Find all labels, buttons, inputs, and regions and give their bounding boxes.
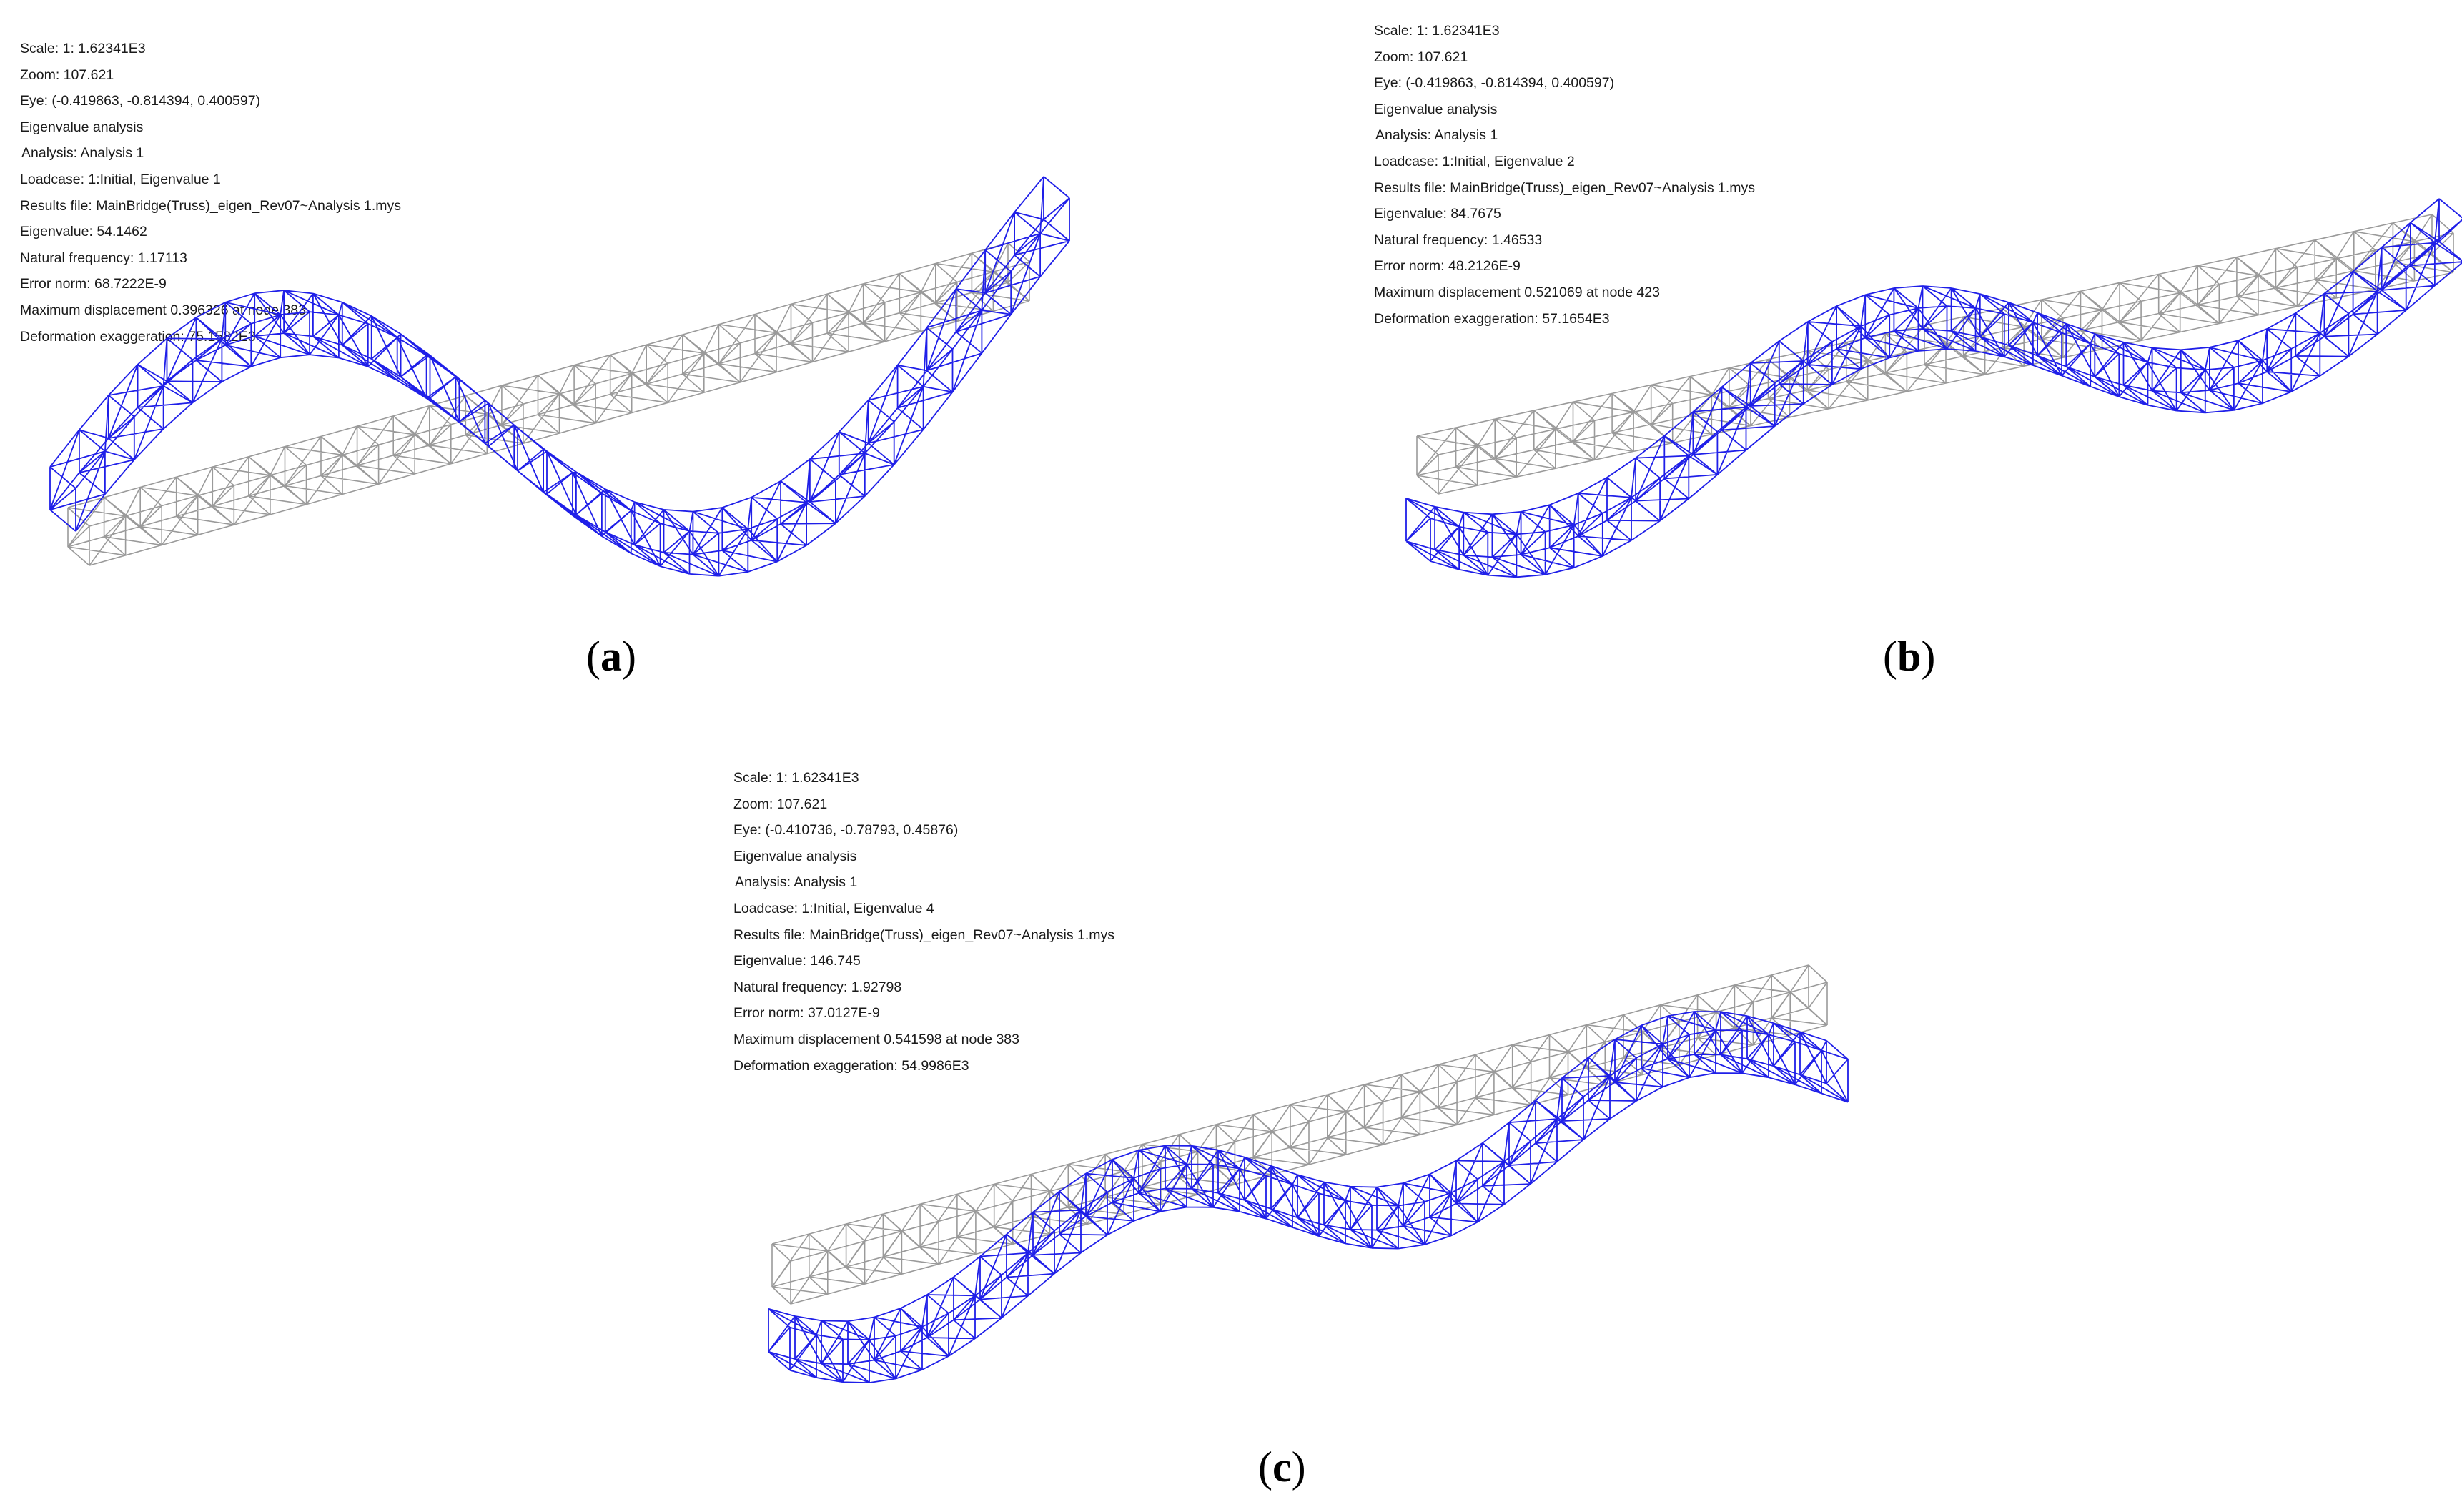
info-natural-frequency: Natural frequency: 1.17113	[20, 249, 187, 266]
panel-c: Scale: 1: 1.62341E3 Zoom: 107.621 Eye: (…	[0, 743, 2462, 1512]
info-natural-frequency: Natural frequency: 1.46533	[1374, 232, 1543, 248]
info-max-displacement: Maximum displacement 0.521069 at node 42…	[1374, 284, 1660, 300]
info-results-file: Results file: MainBridge(Truss)_eigen_Re…	[20, 197, 402, 214]
info-eye: Eye: (-0.419863, -0.814394, 0.400597)	[1374, 75, 1615, 92]
subfigure-label-b: (b)	[1883, 633, 1936, 680]
info-eigenvalue: Eigenvalue: 54.1462	[20, 224, 147, 240]
info-max-displacement: Maximum displacement 0.396326 at node 38…	[20, 302, 306, 318]
bridge-mode-shape-c	[768, 964, 1849, 1383]
info-eye: Eye: (-0.419863, -0.814394, 0.400597)	[20, 93, 261, 109]
info-zoom: Zoom: 107.621	[733, 796, 828, 812]
info-max-displacement: Maximum displacement 0.541598 at node 38…	[733, 1031, 1019, 1047]
info-error-norm: Error norm: 48.2126E-9	[1374, 258, 1521, 275]
info-loadcase: Loadcase: 1:Initial, Eigenvalue 1	[20, 171, 221, 187]
info-eye: Eye: (-0.410736, -0.78793, 0.45876)	[733, 822, 959, 839]
bridge-mode-shape-a	[49, 176, 1070, 577]
info-eigenvalue: Eigenvalue: 146.745	[733, 953, 861, 969]
info-zoom: Zoom: 107.621	[1374, 49, 1468, 65]
info-error-norm: Error norm: 37.0127E-9	[733, 1005, 880, 1022]
undeformed-truss-a-members	[67, 242, 1030, 566]
mode-shape-truss-b-members	[1405, 198, 2462, 578]
info-scale: Scale: 1: 1.62341E3	[20, 41, 146, 56]
undeformed-truss-a	[67, 242, 1030, 566]
info-block-b: Scale: 1: 1.62341E3 Zoom: 107.621 Eye: (…	[1374, 18, 1755, 332]
info-zoom: Zoom: 107.621	[20, 66, 114, 83]
info-loadcase: Loadcase: 1:Initial, Eigenvalue 4	[733, 900, 934, 916]
info-natural-frequency: Natural frequency: 1.92798	[733, 979, 902, 995]
bridge-mode-shape-b	[1405, 198, 2462, 578]
info-analysis: Analysis: Analysis 1	[1375, 127, 1498, 144]
mode-shape-truss-c-members	[768, 1011, 1849, 1383]
info-error-norm: Error norm: 68.7222E-9	[20, 276, 167, 292]
mode-shape-truss-a-members	[49, 176, 1070, 577]
mode-shape-truss-c	[768, 1011, 1849, 1383]
panel-b: Scale: 1: 1.62341E3 Zoom: 107.621 Eye: (…	[1231, 0, 2462, 701]
info-analysis-type: Eigenvalue analysis	[20, 119, 144, 135]
info-analysis: Analysis: Analysis 1	[735, 874, 858, 891]
subfigure-label-a: (a)	[586, 633, 636, 680]
info-deformation-exaggeration: Deformation exaggeration: 57.1654E3	[1374, 310, 1610, 327]
info-results-file: Results file: MainBridge(Truss)_eigen_Re…	[733, 927, 1115, 943]
mode-shape-truss-a	[49, 176, 1070, 577]
info-block-a: Scale: 1: 1.62341E3 Zoom: 107.621 Eye: (…	[20, 36, 401, 350]
info-analysis-type: Eigenvalue analysis	[733, 848, 857, 864]
info-analysis-type: Eigenvalue analysis	[1374, 101, 1498, 117]
info-deformation-exaggeration: Deformation exaggeration: 54.9986E3	[733, 1057, 969, 1074]
info-analysis: Analysis: Analysis 1	[21, 145, 144, 162]
info-scale: Scale: 1: 1.62341E3	[733, 770, 859, 786]
subfigure-label-c: (c)	[1258, 1443, 1306, 1491]
info-results-file: Results file: MainBridge(Truss)_eigen_Re…	[1374, 179, 1756, 196]
info-block-c: Scale: 1: 1.62341E3 Zoom: 107.621 Eye: (…	[733, 765, 1114, 1079]
info-loadcase: Loadcase: 1:Initial, Eigenvalue 2	[1374, 153, 1575, 169]
info-scale: Scale: 1: 1.62341E3	[1374, 23, 1500, 39]
mode-shape-truss-b	[1405, 198, 2462, 578]
info-eigenvalue: Eigenvalue: 84.7675	[1374, 206, 1501, 222]
panel-a: Scale: 1: 1.62341E3 Zoom: 107.621 Eye: (…	[0, 0, 1231, 701]
